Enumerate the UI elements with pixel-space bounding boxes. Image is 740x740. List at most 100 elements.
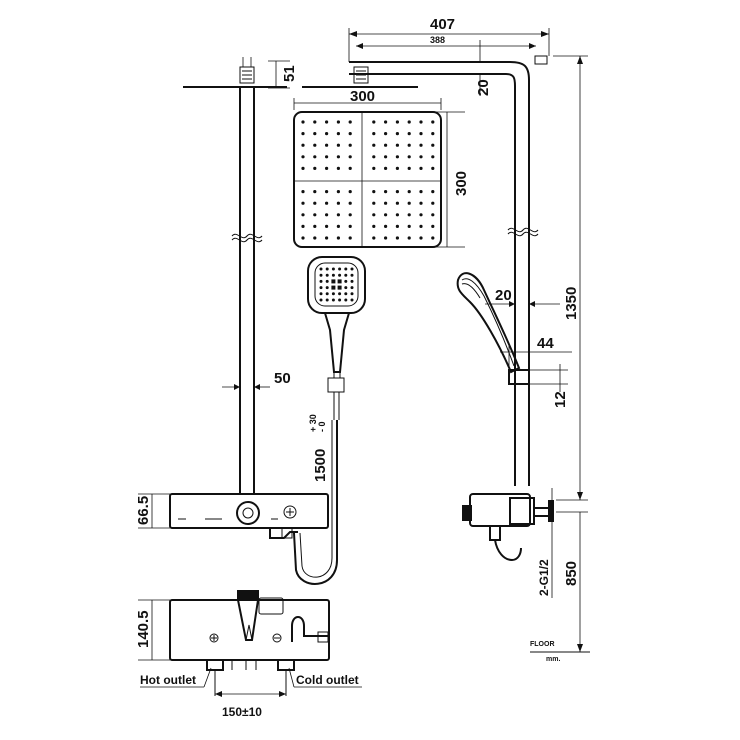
- nozzle: [407, 201, 411, 205]
- nozzle: [384, 201, 388, 205]
- dim-hose-tol-minus: - 0: [317, 421, 327, 432]
- nozzle: [348, 213, 352, 217]
- nozzle: [301, 143, 305, 147]
- hand-shower-nozzle: [319, 273, 323, 277]
- nozzle: [336, 213, 340, 217]
- nozzle: [336, 143, 340, 147]
- nozzle: [407, 143, 411, 147]
- nozzle: [325, 166, 329, 170]
- nozzle: [431, 224, 435, 228]
- dim-arm-drop: 20: [475, 40, 492, 96]
- nozzle: [313, 132, 317, 136]
- nozzle: [372, 120, 376, 124]
- nozzle: [431, 132, 435, 136]
- dim-holder-width: 44: [500, 335, 572, 370]
- nozzle: [301, 213, 305, 217]
- nozzle: [431, 213, 435, 217]
- dim-handshower-offset: 20: [485, 287, 560, 307]
- nozzle: [336, 190, 340, 194]
- nozzle: [407, 120, 411, 124]
- nozzle: [336, 224, 340, 228]
- cold-outlet-label: Cold outlet: [296, 673, 359, 687]
- side-head-plate: [183, 57, 287, 88]
- nozzle: [372, 166, 376, 170]
- nozzle: [419, 213, 423, 217]
- nozzle: [384, 190, 388, 194]
- nozzle: [348, 120, 352, 124]
- shower-arm: [349, 55, 548, 486]
- hand-shower-nozzle: [319, 286, 323, 290]
- nozzle: [395, 166, 399, 170]
- dim-width-arm-label: 388: [430, 35, 445, 45]
- nozzle: [301, 190, 305, 194]
- nozzle: [301, 201, 305, 205]
- dim-bar-diameter: 50: [222, 370, 291, 390]
- nozzle: [348, 143, 352, 147]
- hand-shower-nozzle: [344, 292, 348, 296]
- hand-shower-nozzle: [344, 286, 348, 290]
- nozzle: [419, 166, 423, 170]
- dim-width-total-label: 407: [430, 16, 455, 33]
- dim-head-depth-label: 300: [453, 171, 470, 196]
- nozzle: [419, 155, 423, 159]
- hand-shower-nozzle: [325, 273, 329, 277]
- hand-shower-nozzle: [331, 298, 335, 302]
- nozzle: [431, 201, 435, 205]
- nozzle: [313, 155, 317, 159]
- hand-shower-nozzle: [337, 279, 342, 284]
- hand-shower-nozzle: [331, 279, 336, 284]
- nozzle: [419, 201, 423, 205]
- hand-shower-front: [307, 256, 366, 420]
- dim-total-height: 1350: [553, 55, 588, 501]
- overhead-shower-head: [293, 66, 442, 248]
- hand-shower-nozzle: [344, 298, 348, 302]
- dim-bar-diameter-label: 50: [274, 370, 291, 387]
- hand-shower-nozzle: [325, 267, 329, 271]
- nozzle: [313, 236, 317, 240]
- dim-valve-height-label: 66.5: [135, 496, 152, 525]
- dim-head-width: 300: [293, 88, 442, 110]
- dim-hose-length: 1500 + 30 - 0: [308, 414, 329, 482]
- nozzle: [395, 120, 399, 124]
- hand-shower-nozzle: [337, 285, 342, 290]
- hand-shower-nozzle: [325, 286, 329, 290]
- dim-holder-width-label: 44: [537, 335, 554, 352]
- nozzle: [431, 120, 435, 124]
- valve-body-bottom: [169, 590, 330, 696]
- outlet-labels: Hot outlet Cold outlet: [140, 667, 362, 688]
- nozzle: [395, 132, 399, 136]
- nozzle: [372, 132, 376, 136]
- nozzle: [313, 120, 317, 124]
- nozzle: [313, 143, 317, 147]
- nozzle: [419, 190, 423, 194]
- nozzle: [395, 213, 399, 217]
- hand-shower-nozzle: [344, 273, 348, 277]
- nozzle: [301, 224, 305, 228]
- nozzle: [325, 236, 329, 240]
- nozzle: [313, 190, 317, 194]
- nozzle: [348, 224, 352, 228]
- floor-label: FLOOR: [530, 641, 555, 648]
- hand-shower-nozzle: [338, 298, 342, 302]
- nozzle: [395, 201, 399, 205]
- hand-shower-nozzle: [350, 298, 354, 302]
- nozzle: [336, 166, 340, 170]
- nozzle: [301, 166, 305, 170]
- dim-body-height: 140.5: [135, 599, 170, 661]
- dim-holder-height: 12: [529, 364, 569, 408]
- nozzle: [336, 155, 340, 159]
- nozzle: [419, 120, 423, 124]
- hand-shower-nozzle: [350, 292, 354, 296]
- nozzle: [301, 236, 305, 240]
- nozzle-grid: [301, 120, 435, 240]
- hand-shower-nozzle: [325, 279, 329, 283]
- nozzle: [372, 155, 376, 159]
- nozzle: [348, 236, 352, 240]
- dim-inlet-thread-label: 2-G1/2: [537, 559, 551, 596]
- nozzle: [384, 155, 388, 159]
- dim-total-height-label: 1350: [563, 287, 580, 320]
- nozzle: [372, 143, 376, 147]
- nozzle: [395, 224, 399, 228]
- hot-outlet-label: Hot outlet: [140, 673, 196, 687]
- nozzle: [325, 132, 329, 136]
